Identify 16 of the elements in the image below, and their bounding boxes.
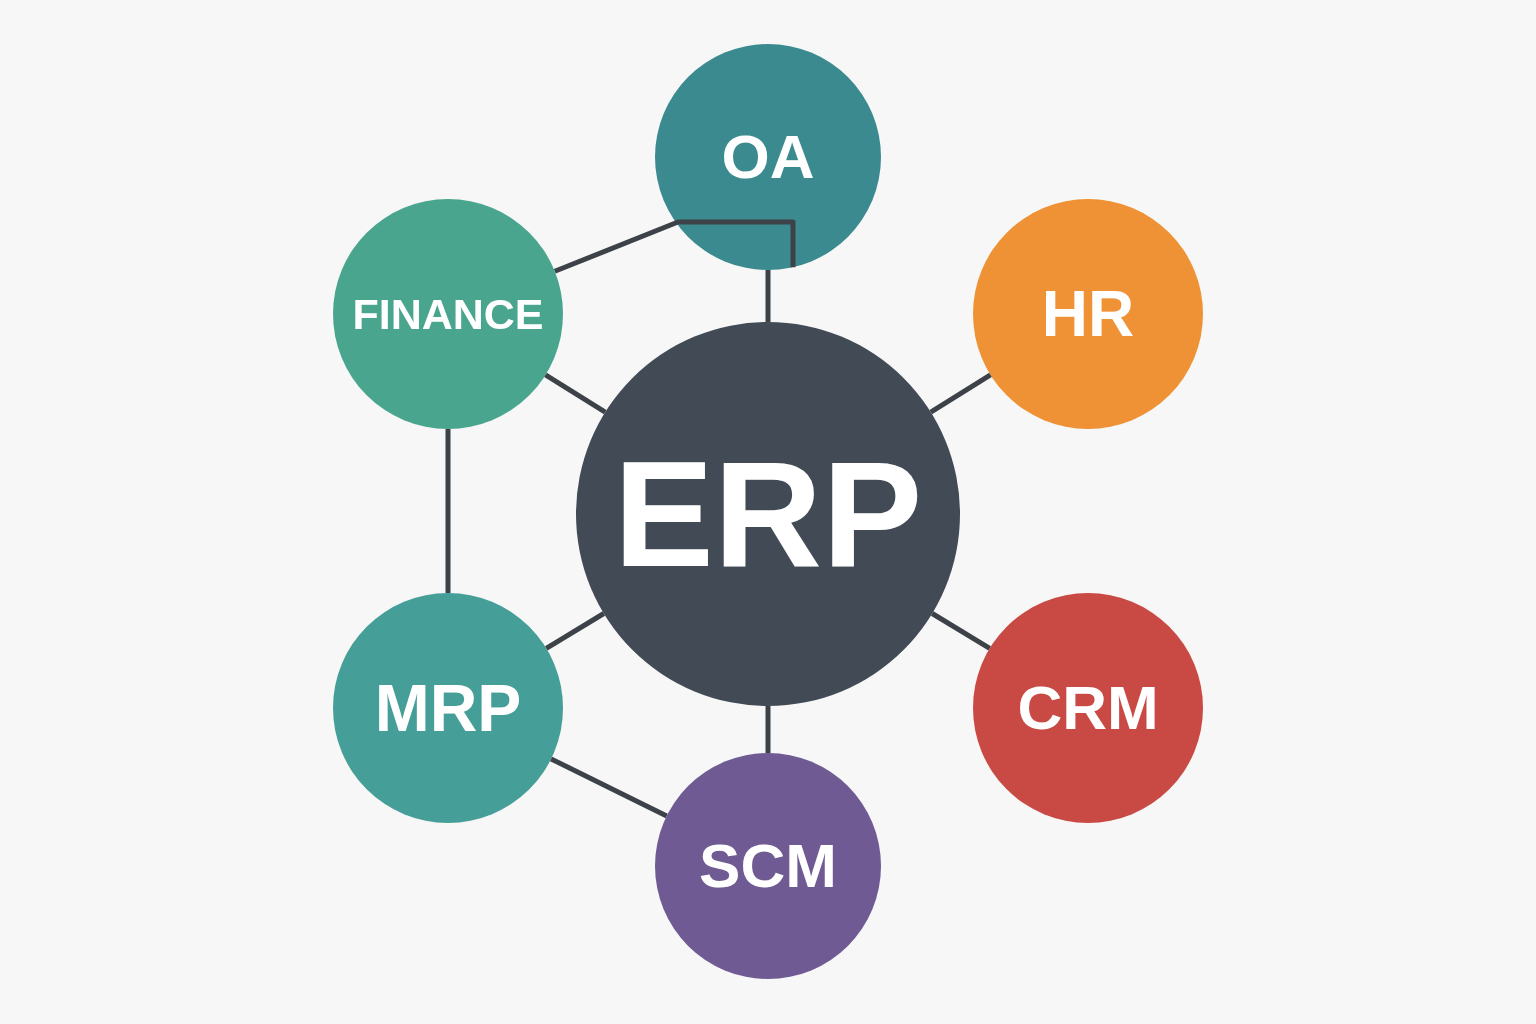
module-label: FINANCE [352,292,544,336]
connector-line [765,706,771,753]
module-label: CRM [1017,677,1159,739]
connector-line [929,372,992,415]
connector-line [545,611,606,651]
connector-line [553,219,796,274]
connector-line [930,611,991,651]
module-label: SCM [699,835,837,897]
module-label: MRP [374,675,522,741]
connector-line [550,756,668,819]
connector-line [765,270,771,322]
module-label: OA [721,126,815,188]
module-label: ERP [613,439,923,589]
module-label: HR [1041,282,1135,346]
connector-line [445,429,451,593]
connector-line [544,372,607,415]
